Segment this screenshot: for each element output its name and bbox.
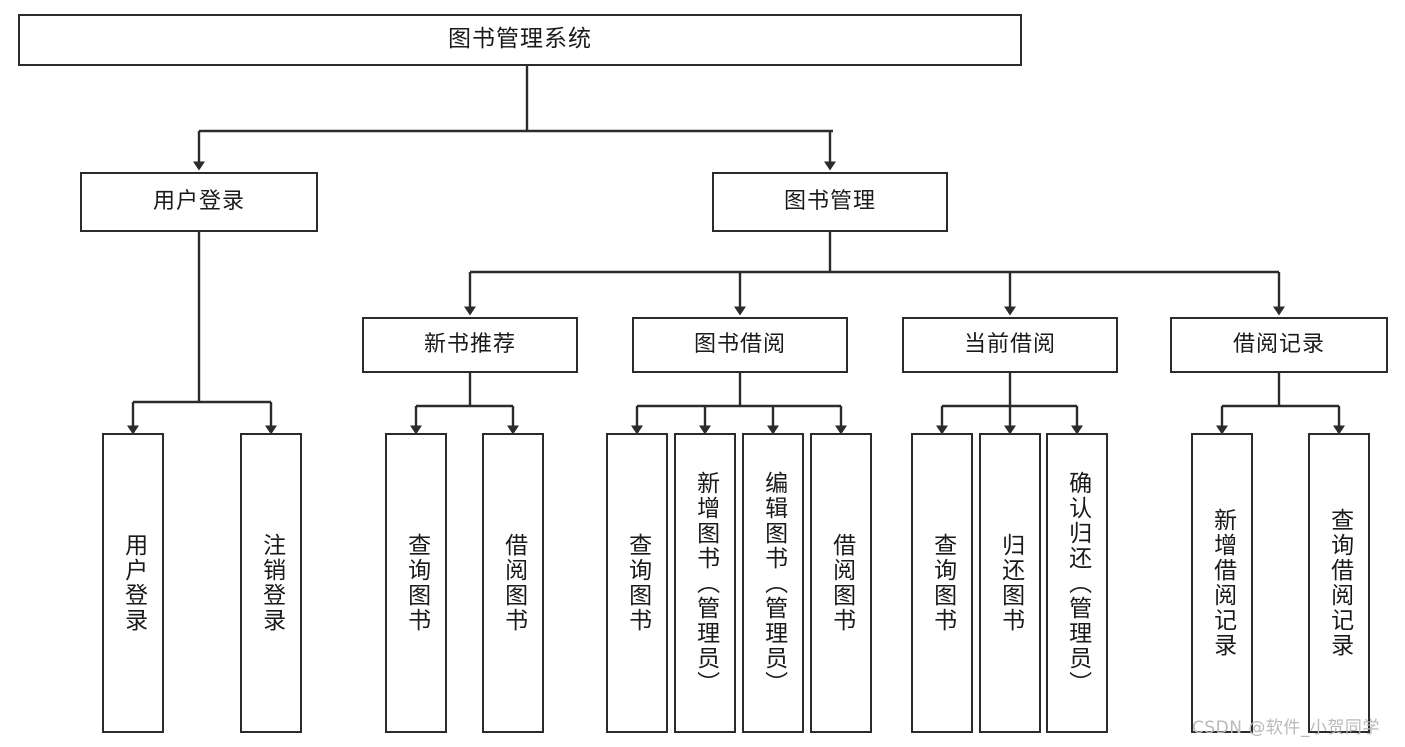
node-leaf-query-book-3[interactable]: 查询图书	[911, 433, 973, 733]
node-label: 新增图书（管理员）	[692, 470, 719, 696]
node-label: 查询借阅记录	[1326, 508, 1353, 658]
node-label: 新书推荐	[423, 332, 516, 358]
node-label: 当前借阅	[963, 332, 1056, 358]
node-label: 新增借阅记录	[1209, 508, 1236, 658]
node-label: 借阅图书	[828, 533, 855, 633]
node-label: 查询图书	[929, 533, 956, 633]
node-user-login[interactable]: 用户登录	[80, 172, 318, 232]
node-label: 图书管理	[783, 189, 876, 215]
node-label: 归还图书	[997, 533, 1024, 633]
node-label: 图书管理系统	[448, 26, 592, 53]
node-label: 查询图书	[624, 533, 651, 633]
node-leaf-logout-login[interactable]: 注销登录	[240, 433, 302, 733]
node-label: 借阅记录	[1232, 332, 1325, 358]
node-leaf-borrow-book-2[interactable]: 借阅图书	[810, 433, 872, 733]
node-label: 图书借阅	[693, 332, 786, 358]
node-borrow-record[interactable]: 借阅记录	[1170, 317, 1388, 373]
node-leaf-query-book-2[interactable]: 查询图书	[606, 433, 668, 733]
node-leaf-add-record[interactable]: 新增借阅记录	[1191, 433, 1253, 733]
node-label: 查询图书	[403, 533, 430, 633]
node-label: 注销登录	[258, 533, 285, 633]
node-leaf-add-book[interactable]: 新增图书（管理员）	[674, 433, 736, 733]
node-book-borrow[interactable]: 图书借阅	[632, 317, 848, 373]
watermark-text: CSDN @软件_小贺同学	[1192, 718, 1380, 738]
node-leaf-query-book-1[interactable]: 查询图书	[385, 433, 447, 733]
node-leaf-query-record[interactable]: 查询借阅记录	[1308, 433, 1370, 733]
node-label: 编辑图书（管理员）	[760, 470, 787, 696]
node-new-book-recommend[interactable]: 新书推荐	[362, 317, 578, 373]
node-root-system[interactable]: 图书管理系统	[18, 14, 1022, 66]
node-book-management[interactable]: 图书管理	[712, 172, 948, 232]
node-leaf-edit-book[interactable]: 编辑图书（管理员）	[742, 433, 804, 733]
node-leaf-confirm-return[interactable]: 确认归还（管理员）	[1046, 433, 1108, 733]
node-leaf-borrow-book-1[interactable]: 借阅图书	[482, 433, 544, 733]
node-label: 借阅图书	[500, 533, 527, 633]
node-current-borrow[interactable]: 当前借阅	[902, 317, 1118, 373]
node-label: 用户登录	[120, 533, 147, 633]
node-label: 确认归还（管理员）	[1064, 470, 1091, 696]
node-label: 用户登录	[152, 189, 245, 215]
node-leaf-return-book[interactable]: 归还图书	[979, 433, 1041, 733]
node-leaf-user-login[interactable]: 用户登录	[102, 433, 164, 733]
